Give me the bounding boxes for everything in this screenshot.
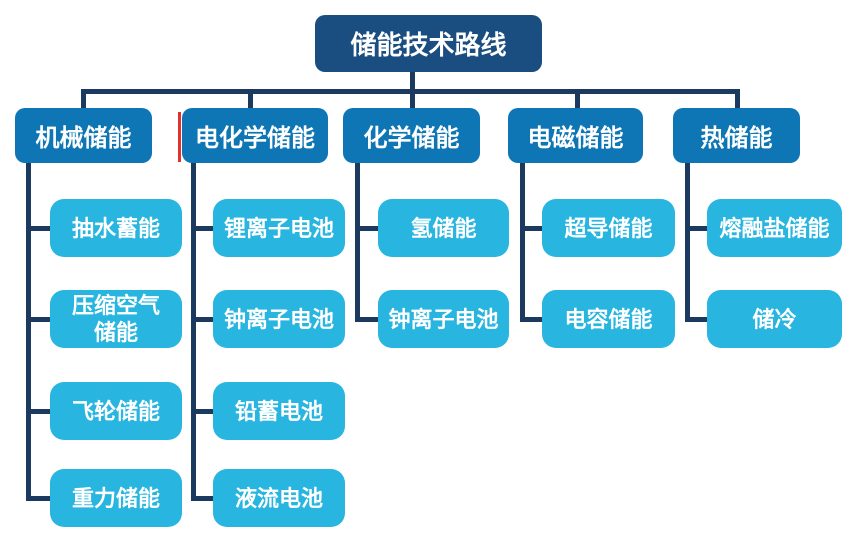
leaf-zhong-ion-battery-2: 钟离子电池	[378, 290, 509, 348]
connector-stub	[355, 226, 380, 231]
connector-stub	[26, 317, 52, 322]
connector-stub	[26, 409, 52, 414]
connector-spine-mechanical	[26, 163, 31, 501]
connector-stub	[191, 317, 215, 322]
connector-stub	[685, 226, 709, 231]
connector-root-drop	[410, 72, 415, 95]
red-artifact-line	[178, 112, 181, 162]
connector-stub	[355, 317, 380, 322]
leaf-capacitor: 电容储能	[542, 290, 675, 348]
connector-stub	[26, 496, 52, 501]
connector-drop-electromagnetic	[575, 91, 580, 108]
connector-spine-chemical	[355, 163, 360, 322]
branch-chemical: 化学储能	[343, 108, 480, 163]
connector-spine-electrochemical	[191, 163, 196, 501]
branch-electromagnetic: 电磁储能	[508, 108, 643, 163]
connector-stub	[191, 409, 215, 414]
connector-stub	[520, 317, 544, 322]
leaf-flywheel: 飞轮储能	[50, 382, 182, 440]
branch-thermal: 热储能	[673, 108, 800, 163]
branch-electrochemical: 电化学储能	[182, 108, 328, 163]
leaf-compressed-air: 压缩空气 储能	[50, 290, 182, 348]
leaf-flow-battery: 液流电池	[213, 469, 345, 527]
leaf-molten-salt: 熔融盐储能	[707, 199, 842, 257]
leaf-gravity: 重力储能	[50, 469, 182, 527]
connector-drop-electrochemical	[248, 91, 253, 108]
connector-spine-thermal	[685, 163, 690, 322]
branch-mechanical: 机械储能	[15, 108, 152, 163]
connector-stub	[191, 226, 215, 231]
connector-stub	[26, 226, 52, 231]
connector-drop-thermal	[735, 91, 740, 108]
root-node-title: 储能技术路线	[315, 15, 542, 72]
leaf-superconducting: 超导储能	[542, 199, 675, 257]
leaf-hydrogen-storage: 氢储能	[378, 199, 509, 257]
leaf-zhong-ion-battery: 钟离子电池	[213, 290, 345, 348]
leaf-lead-acid-battery: 铅蓄电池	[213, 382, 345, 440]
connector-stub	[191, 496, 215, 501]
connector-drop-chemical	[410, 91, 415, 108]
connector-spine-electromagnetic	[520, 163, 525, 322]
leaf-pumped-hydro: 抽水蓄能	[50, 199, 182, 257]
connector-stub	[520, 226, 544, 231]
connector-drop-mechanical	[81, 91, 86, 108]
connector-stub	[685, 317, 709, 322]
leaf-lithium-ion-battery: 锂离子电池	[213, 199, 345, 257]
leaf-cold-storage: 储冷	[707, 290, 842, 348]
